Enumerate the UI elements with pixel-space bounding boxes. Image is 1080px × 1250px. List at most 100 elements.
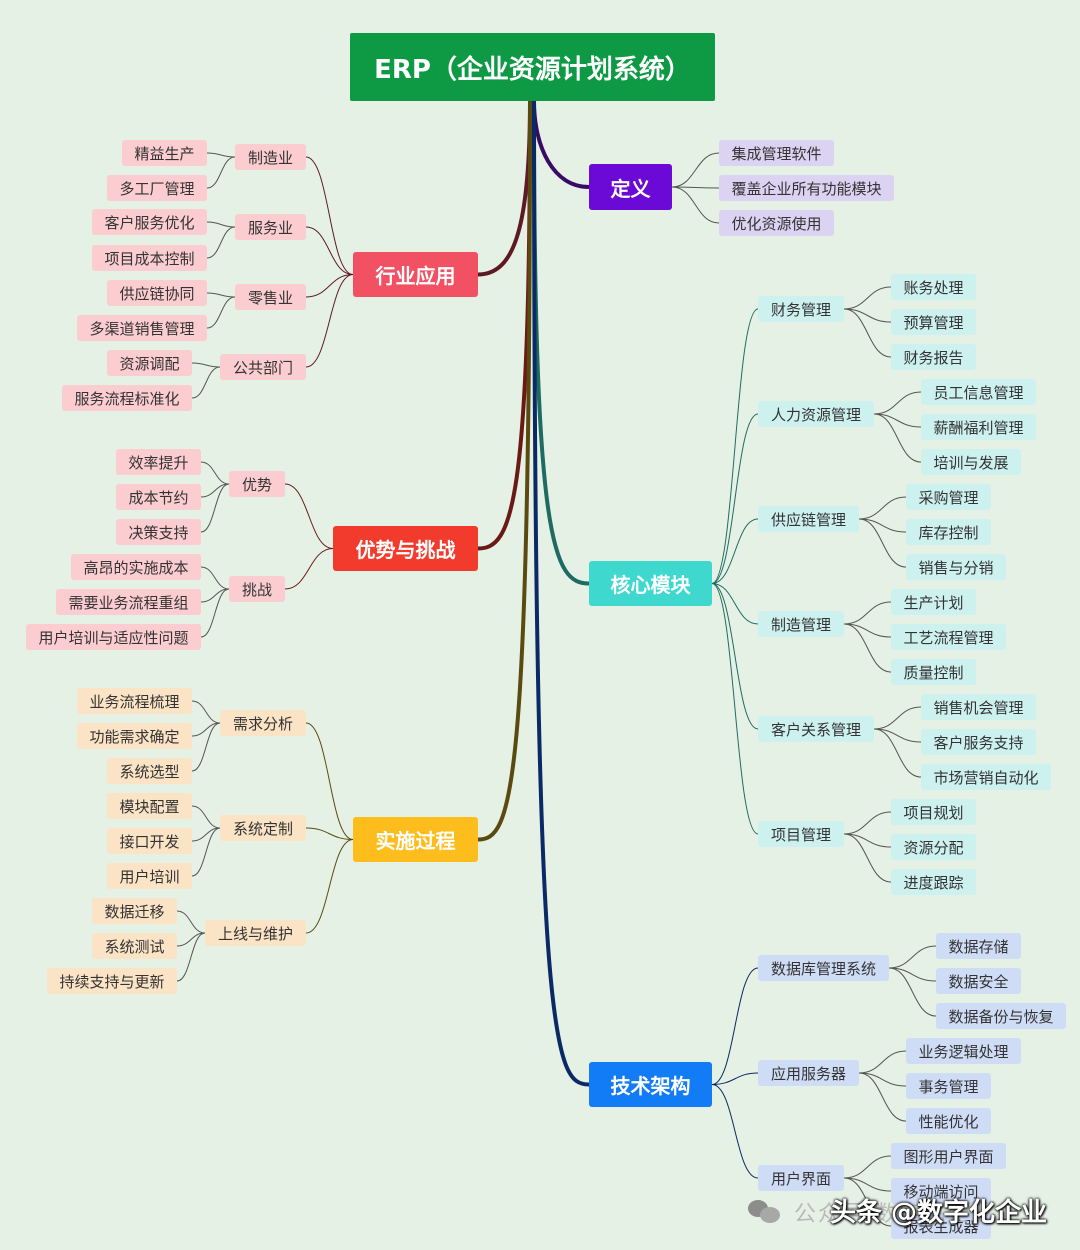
leaf-modules-5-0[interactable]: 项目规划 <box>891 799 976 825</box>
leaf-modules-0-0[interactable]: 账务处理 <box>891 274 976 300</box>
link-modules-0 <box>711 308 759 584</box>
link-modules-0-0 <box>843 286 892 310</box>
leaf-architecture-1-1[interactable]: 事务管理 <box>906 1073 991 1099</box>
leaf-implementation-0-2[interactable]: 系统选型 <box>107 758 192 784</box>
link-architecture-0-2 <box>888 967 937 1017</box>
link-modules-1-2 <box>873 413 922 463</box>
leaf-modules-3-1[interactable]: 工艺流程管理 <box>891 624 1006 650</box>
leaf-define-0[interactable]: 集成管理软件 <box>719 140 834 166</box>
leaf-industry-1-1[interactable]: 项目成本控制 <box>92 245 207 271</box>
link-industry-1-0 <box>206 221 236 228</box>
sub-industry-1[interactable]: 服务业 <box>235 214 306 240</box>
sub-architecture-0[interactable]: 数据库管理系统 <box>758 955 889 981</box>
leaf-modules-1-0[interactable]: 员工信息管理 <box>921 379 1036 405</box>
leaf-implementation-2-1[interactable]: 系统测试 <box>92 933 177 959</box>
sub-advantages-0[interactable]: 优势 <box>229 471 285 497</box>
leaf-industry-0-1[interactable]: 多工厂管理 <box>107 175 207 201</box>
leaf-industry-0-0[interactable]: 精益生产 <box>122 140 207 166</box>
link-root-industry <box>476 99 532 277</box>
leaf-architecture-2-0[interactable]: 图形用户界面 <box>891 1143 1006 1169</box>
link-modules-4-0 <box>873 706 922 730</box>
leaf-implementation-2-0[interactable]: 数据迁移 <box>92 898 177 924</box>
link-implementation-2-2 <box>176 932 206 982</box>
link-architecture-1-0 <box>858 1050 907 1074</box>
leaf-modules-4-2[interactable]: 市场营销自动化 <box>921 764 1051 790</box>
leaf-modules-4-1[interactable]: 客户服务支持 <box>921 729 1036 755</box>
leaf-architecture-1-0[interactable]: 业务逻辑处理 <box>906 1038 1021 1064</box>
link-modules-3 <box>711 583 759 625</box>
branch-implementation[interactable]: 实施过程 <box>353 817 478 862</box>
link-industry-3-0 <box>191 362 221 368</box>
leaf-implementation-0-0[interactable]: 业务流程梳理 <box>77 688 192 714</box>
sub-implementation-0[interactable]: 需求分析 <box>220 710 306 736</box>
leaf-modules-4-0[interactable]: 销售机会管理 <box>921 694 1036 720</box>
leaf-implementation-0-1[interactable]: 功能需求确定 <box>77 723 192 749</box>
link-modules-2 <box>711 518 759 584</box>
branch-modules[interactable]: 核心模块 <box>589 561 712 606</box>
sub-modules-5[interactable]: 项目管理 <box>758 821 844 847</box>
sub-industry-0[interactable]: 制造业 <box>235 144 306 170</box>
leaf-implementation-1-2[interactable]: 用户培训 <box>107 863 192 889</box>
leaf-architecture-0-2[interactable]: 数据备份与恢复 <box>936 1003 1066 1029</box>
sub-modules-4[interactable]: 客户关系管理 <box>758 716 874 742</box>
leaf-modules-3-0[interactable]: 生产计划 <box>891 589 976 615</box>
sub-modules-3[interactable]: 制造管理 <box>758 611 844 637</box>
branch-industry[interactable]: 行业应用 <box>353 252 478 297</box>
leaf-industry-2-0[interactable]: 供应链协同 <box>107 280 207 306</box>
leaf-modules-5-1[interactable]: 资源分配 <box>891 834 976 860</box>
leaf-modules-1-2[interactable]: 培训与发展 <box>921 449 1021 475</box>
link-advantages-1-0 <box>200 566 230 590</box>
leaf-advantages-0-2[interactable]: 决策支持 <box>116 519 201 545</box>
leaf-modules-5-2[interactable]: 进度跟踪 <box>891 869 976 895</box>
leaf-architecture-1-2[interactable]: 性能优化 <box>906 1108 991 1134</box>
leaf-advantages-0-1[interactable]: 成本节约 <box>116 484 201 510</box>
leaf-define-1[interactable]: 覆盖企业所有功能模块 <box>719 175 894 201</box>
leaf-industry-3-0[interactable]: 资源调配 <box>107 350 192 376</box>
leaf-define-2[interactable]: 优化资源使用 <box>719 210 834 236</box>
leaf-architecture-2-2[interactable]: 报表生成器 <box>891 1213 991 1239</box>
link-implementation-0 <box>305 722 354 840</box>
branch-define[interactable]: 定义 <box>589 164 672 210</box>
leaf-modules-3-2[interactable]: 质量控制 <box>891 659 976 685</box>
root-node[interactable]: ERP（企业资源计划系统） <box>350 33 715 101</box>
sub-industry-2[interactable]: 零售业 <box>235 284 306 310</box>
leaf-implementation-1-1[interactable]: 接口开发 <box>107 828 192 854</box>
leaf-modules-0-2[interactable]: 财务报告 <box>891 344 976 370</box>
link-modules-0-2 <box>843 308 892 358</box>
leaf-industry-2-1[interactable]: 多渠道销售管理 <box>77 315 207 341</box>
leaf-implementation-2-2[interactable]: 持续支持与更新 <box>47 968 177 994</box>
leaf-advantages-1-1[interactable]: 需要业务流程重组 <box>56 589 201 615</box>
leaf-advantages-1-2[interactable]: 用户培训与适应性问题 <box>26 624 201 650</box>
leaf-architecture-2-1[interactable]: 移动端访问 <box>891 1178 991 1204</box>
leaf-modules-2-1[interactable]: 库存控制 <box>906 519 991 545</box>
link-modules-5 <box>711 583 759 835</box>
link-industry-3 <box>305 274 354 368</box>
branch-architecture[interactable]: 技术架构 <box>589 1062 712 1107</box>
sub-industry-3[interactable]: 公共部门 <box>220 354 306 380</box>
leaf-architecture-0-1[interactable]: 数据安全 <box>936 968 1021 994</box>
sub-modules-1[interactable]: 人力资源管理 <box>758 401 874 427</box>
sub-modules-2[interactable]: 供应链管理 <box>758 506 859 532</box>
leaf-architecture-0-0[interactable]: 数据存储 <box>936 933 1021 959</box>
leaf-modules-1-1[interactable]: 薪酬福利管理 <box>921 414 1036 440</box>
leaf-implementation-1-0[interactable]: 模块配置 <box>107 793 192 819</box>
leaf-modules-0-1[interactable]: 预算管理 <box>891 309 976 335</box>
leaf-modules-2-2[interactable]: 销售与分销 <box>906 554 1006 580</box>
sub-architecture-1[interactable]: 应用服务器 <box>758 1060 859 1086</box>
leaf-industry-3-1[interactable]: 服务流程标准化 <box>62 385 192 411</box>
sub-modules-0[interactable]: 财务管理 <box>758 296 844 322</box>
branch-advantages[interactable]: 优势与挑战 <box>333 526 478 571</box>
sub-advantages-1[interactable]: 挑战 <box>229 576 285 602</box>
link-architecture-2-0 <box>843 1155 892 1179</box>
wechat-icon <box>748 1196 782 1224</box>
leaf-advantages-1-0[interactable]: 高昂的实施成本 <box>71 554 201 580</box>
link-modules-3-2 <box>843 623 892 673</box>
leaf-modules-2-0[interactable]: 采购管理 <box>906 484 991 510</box>
link-root-advantages <box>476 99 532 551</box>
sub-implementation-2[interactable]: 上线与维护 <box>205 920 306 946</box>
sub-implementation-1[interactable]: 系统定制 <box>220 815 306 841</box>
sub-architecture-2[interactable]: 用户界面 <box>758 1165 844 1191</box>
link-implementation-1-2 <box>191 827 221 877</box>
leaf-advantages-0-0[interactable]: 效率提升 <box>116 449 201 475</box>
leaf-industry-1-0[interactable]: 客户服务优化 <box>92 209 207 235</box>
